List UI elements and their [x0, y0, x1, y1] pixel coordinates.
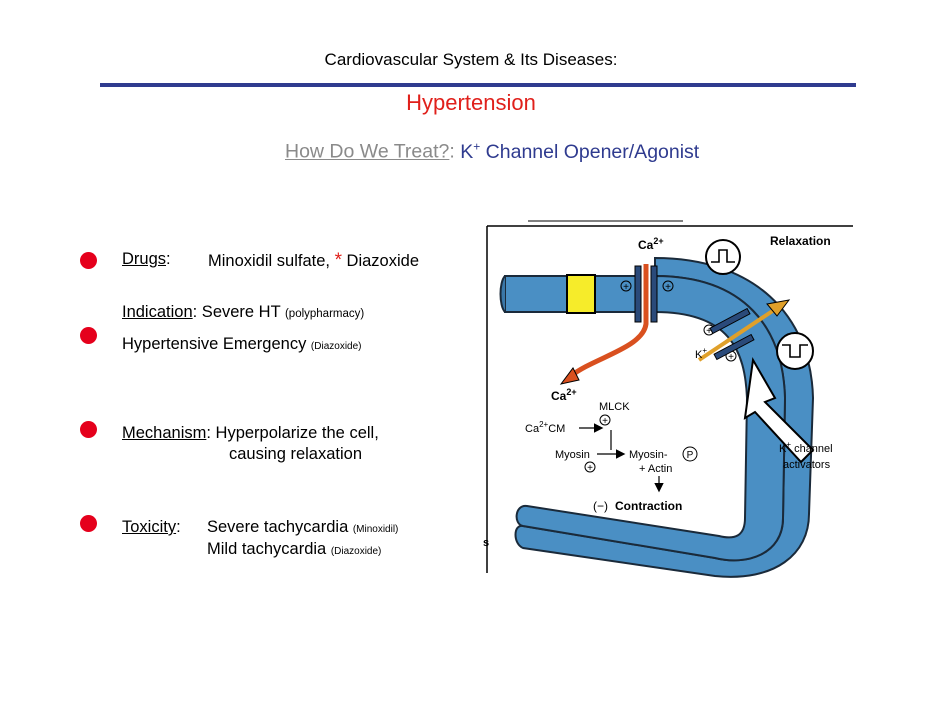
k-label: K+ — [695, 346, 707, 361]
mechanism-line-1: Mechanism: Hyperpolarize the cell, — [122, 424, 379, 443]
ca-cm-rest: CM — [548, 423, 565, 435]
plus-2: + — [665, 282, 671, 293]
indication-text-2: Hypertensive Emergency — [122, 335, 311, 353]
toxicity-value-1: Severe tachycardia (Minoxidil) — [207, 518, 398, 537]
bullet-mechanism — [80, 421, 97, 438]
depolarization-pulse-icon — [711, 249, 735, 263]
toxicity-colon: : — [176, 518, 181, 536]
plus-circle-1 — [620, 280, 632, 292]
drugs-value: Minoxidil sulfate, * Diazoxide — [208, 250, 419, 272]
activators-label-2: activators — [783, 459, 831, 471]
slide-title: Cardiovascular System & Its Diseases: — [324, 50, 618, 69]
contraction-sign: (−) — [593, 499, 608, 513]
toxicity-value-2: Mild tachycardia (Diazoxide) — [207, 540, 381, 559]
potassium-efflux-arrow — [697, 306, 779, 362]
vessel-wall — [515, 274, 787, 562]
toxicity-text-1: Severe tachycardia — [207, 518, 353, 536]
k-channel-diagram: + + + + Relaxation Ca2+ Ca2+ K+ MLCK + C… — [483, 220, 853, 578]
calcium-influx-arrow — [569, 264, 649, 378]
treat-heading: How Do We Treat?: K+ Channel Opener/Agon… — [285, 139, 699, 164]
drugs-line: Drugs: — [122, 250, 171, 269]
indication-line-1: Indication: Severe HT (polypharmacy) — [122, 303, 364, 322]
plus-mlck: + — [602, 416, 608, 427]
mechanism-text-1: : Hyperpolarize the cell, — [206, 424, 379, 442]
indication-note-1: (polypharmacy) — [284, 308, 365, 320]
pulse-circle-right — [776, 332, 814, 370]
indication-line-2: Hypertensive Emergency (Diazoxide) — [122, 335, 362, 354]
edge-letter: s — [483, 537, 489, 549]
ca-cm-label: Ca2+CM — [525, 420, 565, 435]
membrane-bar-left — [634, 265, 642, 323]
hyperpolarization-pulse-icon — [782, 344, 808, 358]
actin-label: + Actin — [639, 463, 672, 475]
ca-top-label: Ca2+ — [638, 236, 664, 252]
title-divider — [100, 83, 856, 87]
drugs-colon: : — [166, 250, 171, 268]
k-sup: + — [702, 346, 707, 355]
drugs-star: * — [334, 250, 342, 271]
drugs-text-a: Minoxidil sulfate, — [208, 252, 335, 270]
phosphate-circle — [682, 446, 698, 462]
potassium-arrowhead — [766, 299, 791, 317]
toxicity-note-2: (Diazoxide) — [330, 546, 382, 557]
k-channel-bar-top — [709, 307, 751, 335]
bullet-indication — [80, 327, 97, 344]
toxicity-note-1: (Minoxidil) — [352, 524, 399, 535]
activators-label-1: K+ channel — [779, 440, 833, 455]
plus-3: + — [706, 326, 712, 337]
ca-cm-sup: 2+ — [539, 420, 548, 429]
indication-text-1: : Severe HT — [192, 303, 285, 321]
treat-k-sup: + — [473, 139, 481, 153]
plus-circle-mlck — [599, 414, 611, 426]
mechanism-label: Mechanism — [122, 424, 207, 442]
toxicity-line-1: Toxicity: — [122, 518, 181, 537]
activator-arrow — [743, 356, 815, 464]
plus-4: + — [728, 352, 734, 363]
vessel-end — [499, 275, 506, 313]
treat-k: K — [460, 140, 474, 163]
toxicity-text-2: Mild tachycardia — [207, 540, 331, 558]
mlck-label: MLCK — [599, 401, 630, 413]
treat-answer-text: Channel Opener/Agonist — [480, 140, 700, 163]
myosin-label: Myosin — [555, 449, 590, 461]
ca-top-text: Ca — [638, 238, 654, 252]
treat-colon: : — [449, 140, 455, 163]
k-channel-bar-bottom — [713, 333, 755, 361]
myosin-p-label: Myosin- — [629, 449, 668, 461]
plus-1: + — [623, 282, 629, 293]
toxicity-label: Toxicity — [122, 518, 177, 536]
ca-top-sup: 2+ — [653, 236, 663, 246]
activators-k: K — [779, 443, 787, 455]
drugs-text-b: Diazoxide — [341, 252, 420, 270]
phosphate-label: P — [687, 450, 694, 461]
ca-cm-text: Ca — [525, 423, 540, 435]
ca-mid-text: Ca — [551, 389, 567, 403]
treat-question: How Do We Treat? — [285, 140, 450, 163]
ca-mid-sup: 2+ — [566, 387, 576, 397]
relaxation-label: Relaxation — [770, 234, 831, 248]
treat-answer: K+ Channel Opener/Agonist — [460, 139, 700, 163]
drugs-label: Drugs — [122, 250, 167, 268]
plus-circle-2 — [662, 280, 674, 292]
plus-circle-myosin — [584, 461, 596, 473]
k-text: K — [695, 349, 703, 361]
membrane-bar-right — [650, 265, 658, 323]
activators-sup: + — [786, 440, 791, 449]
slide-subtitle: Hypertension — [0, 90, 942, 116]
indication-label: Indication — [122, 303, 193, 321]
pulse-circle-top — [705, 239, 741, 275]
activators-rest: channel — [791, 443, 833, 455]
mechanism-line-2: causing relaxation — [229, 445, 362, 463]
subtitle-text: Hypertension — [406, 90, 536, 115]
calcium-channel-block — [566, 274, 596, 314]
calcium-arrowhead — [559, 367, 580, 385]
bullet-drugs — [80, 252, 97, 269]
contraction-label: Contraction — [615, 499, 682, 513]
indication-note-2: (Diazoxide) — [310, 341, 362, 352]
plus-myosin: + — [587, 463, 593, 474]
ca-mid-label: Ca2+ — [551, 387, 577, 403]
bullet-toxicity — [80, 515, 97, 532]
